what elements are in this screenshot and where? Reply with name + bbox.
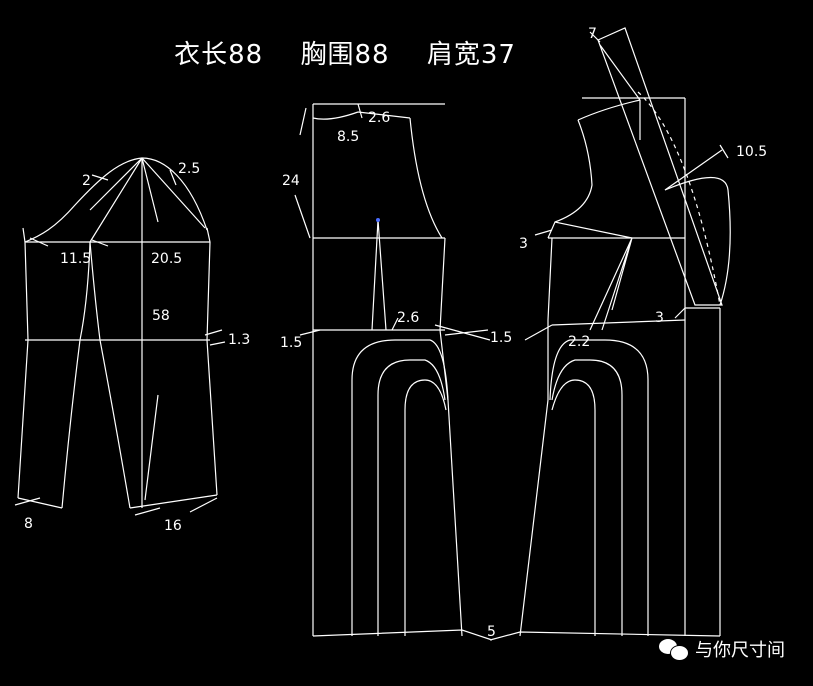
back-waist-side-label: 1.5 (280, 335, 302, 351)
back-shoulder-label: 24 (282, 173, 300, 189)
sleeve-cap-left-label: 2 (82, 173, 91, 189)
garment-length-label: 衣长88 (174, 40, 264, 70)
front-armhole-label: 3 (519, 236, 528, 252)
sleeve-length-label: 58 (152, 308, 170, 324)
hem-label: 5 (487, 624, 496, 640)
sleeve-pattern (14, 157, 226, 516)
watermark: 与你尺寸间 (659, 636, 785, 662)
back-dart-label: 2.6 (397, 310, 419, 326)
back-pattern (294, 103, 493, 641)
wechat-icon (659, 637, 689, 661)
bust-label: 胸围88 (300, 40, 390, 70)
sleeve-left-half-label: 11.5 (60, 251, 91, 267)
sleeve-cuff-left-label: 8 (24, 516, 33, 532)
shoulder-width-label: 肩宽37 (426, 40, 516, 70)
front-waist-label: 3 (655, 310, 664, 326)
back-neck-width-label: 8.5 (337, 129, 359, 145)
sleeve-elbow-label: 1.3 (228, 332, 250, 348)
dart-point-marker (376, 218, 380, 222)
front-pattern (489, 27, 731, 641)
sleeve-right-half-label: 20.5 (151, 251, 182, 267)
sleeve-cuff-right-label: 16 (164, 518, 182, 534)
back-neck-rise-label: 2.6 (368, 110, 390, 126)
watermark-text: 与你尺寸间 (695, 640, 785, 661)
front-dart-label: 2.2 (568, 334, 590, 350)
back-waist-center-label: 1.5 (490, 330, 512, 346)
sleeve-cap-right-label: 2.5 (178, 161, 200, 177)
pattern-title: 衣长88 胸围88 肩宽37 (0, 34, 690, 71)
collar-label: 10.5 (736, 144, 767, 160)
front-shoulder-label: 7 (588, 26, 597, 42)
